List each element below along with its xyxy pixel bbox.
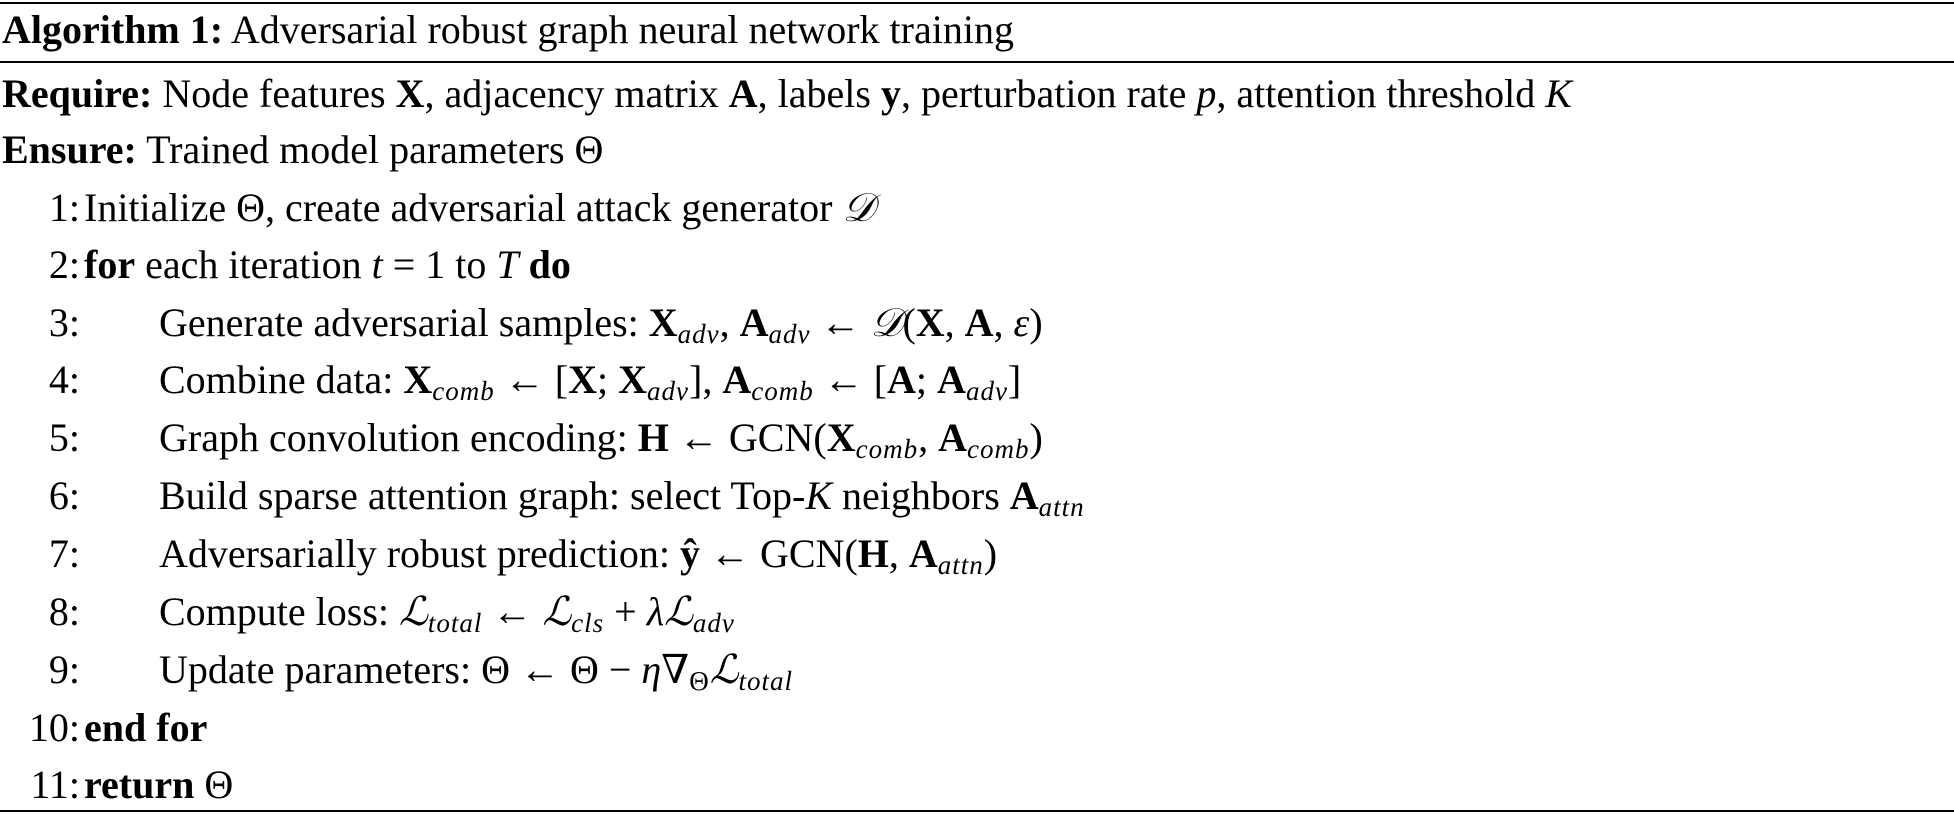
- algo-line-11: 11: return Θ: [2, 757, 1954, 813]
- algo-line-10: 10: end for: [2, 700, 1954, 756]
- require-text: Node features X, adjacency matrix A, lab…: [162, 71, 1572, 116]
- algo-line-1: 1: Initialize Θ, create adversarial atta…: [2, 180, 1954, 236]
- algo-line-3: 3: Generate adversarial samples: Xadv, A…: [2, 295, 1954, 351]
- return-value: Θ: [204, 762, 234, 807]
- line-number: 5:: [48, 415, 80, 460]
- algo-line-6: 6: Build sparse attention graph: select …: [2, 468, 1954, 524]
- return-keyword: return: [84, 762, 195, 807]
- ensure-text: Trained model parameters Θ: [146, 127, 604, 172]
- line-text: end for: [84, 700, 207, 756]
- top-rule: [0, 2, 1954, 4]
- line-number: 3:: [48, 300, 80, 345]
- line-number: 11:: [30, 762, 80, 807]
- line-text: Build sparse attention graph: select Top…: [159, 473, 1085, 522]
- line-text: Initialize Θ, create adversarial attack …: [84, 185, 875, 231]
- algo-line-2: 2: for each iteration t = 1 to T do: [2, 237, 1954, 293]
- line-text: Graph convolution encoding: H ← GCN(Xcom…: [159, 415, 1043, 464]
- header-rule: [0, 61, 1954, 63]
- algorithm-title: Algorithm 1: Adversarial robust graph ne…: [2, 2, 1014, 58]
- line-number: 9:: [48, 647, 80, 692]
- line-number: 6:: [48, 473, 80, 518]
- end-for-keyword: end for: [84, 705, 208, 750]
- algorithm-label: Algorithm 1:: [2, 7, 224, 52]
- ensure-line: Ensure: Trained model parameters Θ: [2, 122, 603, 178]
- line-number: 4:: [48, 357, 80, 402]
- ensure-keyword: Ensure:: [2, 127, 137, 172]
- algo-line-7: 7: Adversarially robust prediction: ŷ ← …: [2, 526, 1954, 582]
- line-number: 7:: [48, 531, 80, 576]
- for-keyword: for: [84, 242, 136, 287]
- line-number: 10:: [28, 705, 80, 750]
- line-number: 8:: [48, 589, 80, 634]
- algo-line-9: 9: Update parameters: Θ ← Θ − η∇Θℒtotal: [2, 642, 1954, 698]
- line-text: Adversarially robust prediction: ŷ ← GCN…: [159, 531, 998, 580]
- algo-line-5: 5: Graph convolution encoding: H ← GCN(X…: [2, 410, 1954, 466]
- line-text: return Θ: [84, 757, 233, 813]
- line-text: Compute loss: ℒtotal ← ℒcls + λℒadv: [159, 589, 735, 638]
- require-keyword: Require:: [2, 71, 153, 116]
- algo-line-4: 4: Combine data: Xcomb ← [X; Xadv], Acom…: [2, 352, 1954, 408]
- line-text: Generate adversarial samples: Xadv, Aadv…: [159, 300, 1043, 349]
- line-number: 2:: [48, 242, 80, 287]
- require-line: Require: Node features X, adjacency matr…: [2, 66, 1572, 122]
- algorithm-title-text: Adversarial robust graph neural network …: [230, 7, 1014, 52]
- do-keyword: do: [528, 242, 571, 287]
- line-number: 1:: [48, 185, 80, 230]
- algo-line-8: 8: Compute loss: ℒtotal ← ℒcls + λℒadv: [2, 584, 1954, 640]
- bottom-rule: [0, 810, 1954, 812]
- line-text: Combine data: Xcomb ← [X; Xadv], Acomb ←…: [159, 357, 1022, 406]
- line-text: Update parameters: Θ ← Θ − η∇Θℒtotal: [159, 647, 794, 696]
- line-text: for each iteration t = 1 to T do: [84, 242, 571, 287]
